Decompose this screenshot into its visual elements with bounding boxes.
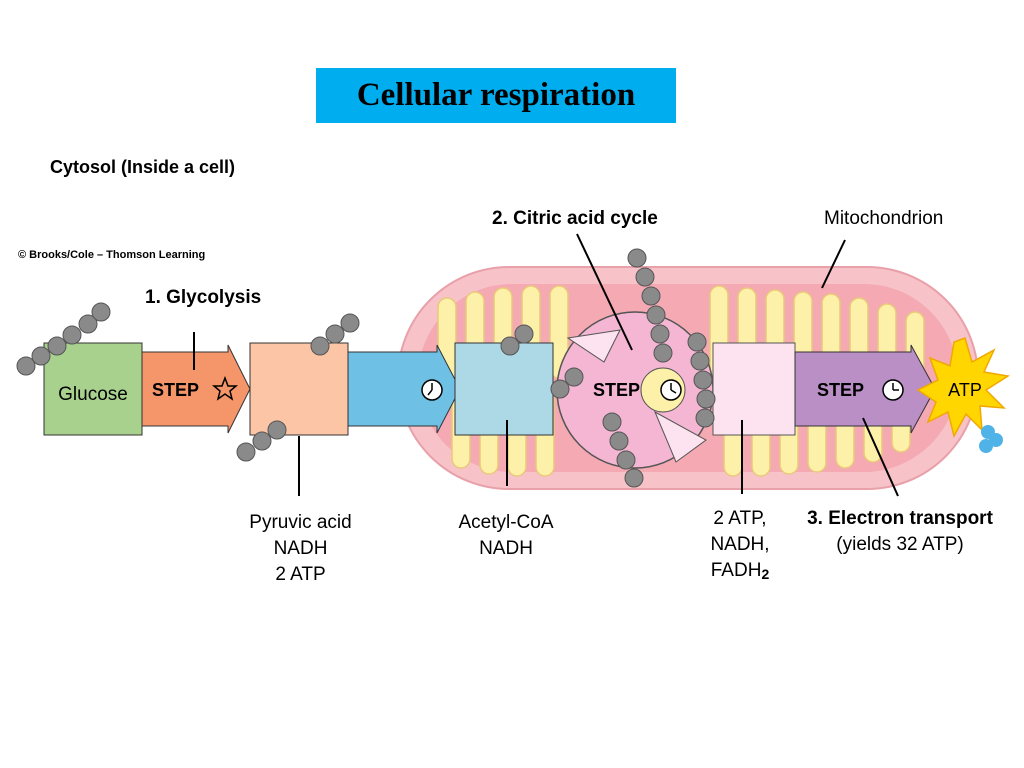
atp-label: ATP [948, 380, 982, 400]
glycolysis-arrow [141, 344, 251, 434]
citric-carbon-chain-right [687, 332, 716, 428]
electron-pointer [862, 417, 899, 497]
acetyl-carbon-chain [500, 324, 534, 356]
product-fadh2: FADH2 [710, 560, 770, 582]
co2-chain [550, 367, 584, 399]
product-nadh: NADH [273, 538, 328, 559]
mitochondrion-pointer [821, 239, 846, 289]
transition-arrow [347, 344, 461, 434]
clock-icon-1 [421, 379, 443, 401]
electron-transport-yield: (yields 32 ATP) [836, 534, 964, 555]
carbon-chains [16, 248, 716, 488]
product-citric-nadh: NADH, [710, 534, 770, 555]
star-icon [211, 375, 239, 401]
pyruvate-products: Pyruvic acid NADH 2 ATP [228, 510, 373, 588]
cytosol-label: Cytosol (Inside a cell) [50, 157, 236, 177]
atp-burst-icon [916, 337, 1011, 439]
product-2atp: 2 ATP [275, 564, 326, 585]
product-acetyl-nadh: NADH [479, 538, 533, 559]
electron-transport-arrow [794, 344, 936, 434]
electron-transport-title: 3. Electron transport [807, 508, 993, 529]
citric-pointer [576, 233, 633, 351]
citric-products-box [712, 342, 796, 436]
product-pyruvic-acid: Pyruvic acid [249, 512, 352, 533]
cycle-arrow-2 [653, 410, 707, 463]
electron-transport-label: 3. Electron transport (yields 32 ATP) [785, 506, 1015, 558]
citric-cycle-label: 2. Citric acid cycle [492, 208, 658, 229]
cycle-arrow-1 [566, 329, 621, 363]
mitochondrion-label: Mitochondrion [824, 208, 944, 229]
molecule-icon [979, 425, 1003, 453]
citric-products: 2 ATP, NADH, FADH2 [695, 506, 785, 587]
clock-icon-2 [660, 379, 682, 401]
step3-label: STEP [817, 380, 864, 400]
acetyl-coa-box [454, 342, 554, 436]
citric-carbon-chain-top [627, 248, 673, 363]
citric-acid-cycle [556, 311, 714, 469]
step2-label: STEP [593, 380, 640, 400]
fadh2-subscript: 2 [761, 566, 770, 582]
copyright-text: © Brooks/Cole – Thomson Learning [18, 249, 206, 261]
pyruvate-carbon-chain-lower [236, 420, 287, 462]
title-box: Cellular respiration [316, 68, 676, 123]
glucose-label: Glucose [58, 384, 128, 405]
step1-label: STEP [152, 380, 199, 400]
glucose-carbon-chain [16, 302, 111, 376]
acetyl-products: Acetyl-CoA NADH [437, 510, 575, 562]
pyruvate-carbon-chain-upper [310, 313, 360, 356]
product-citric-atp: 2 ATP, [713, 508, 767, 529]
page-title: Cellular respiration [356, 77, 636, 113]
glycolysis-label: 1. Glycolysis [145, 287, 262, 308]
glucose-box [43, 342, 143, 436]
product-acetyl-coa: Acetyl-CoA [458, 512, 554, 533]
pyruvate-box [249, 342, 349, 436]
clock-icon-3 [882, 379, 904, 401]
citric-carbon-chain-bottom [602, 412, 644, 488]
